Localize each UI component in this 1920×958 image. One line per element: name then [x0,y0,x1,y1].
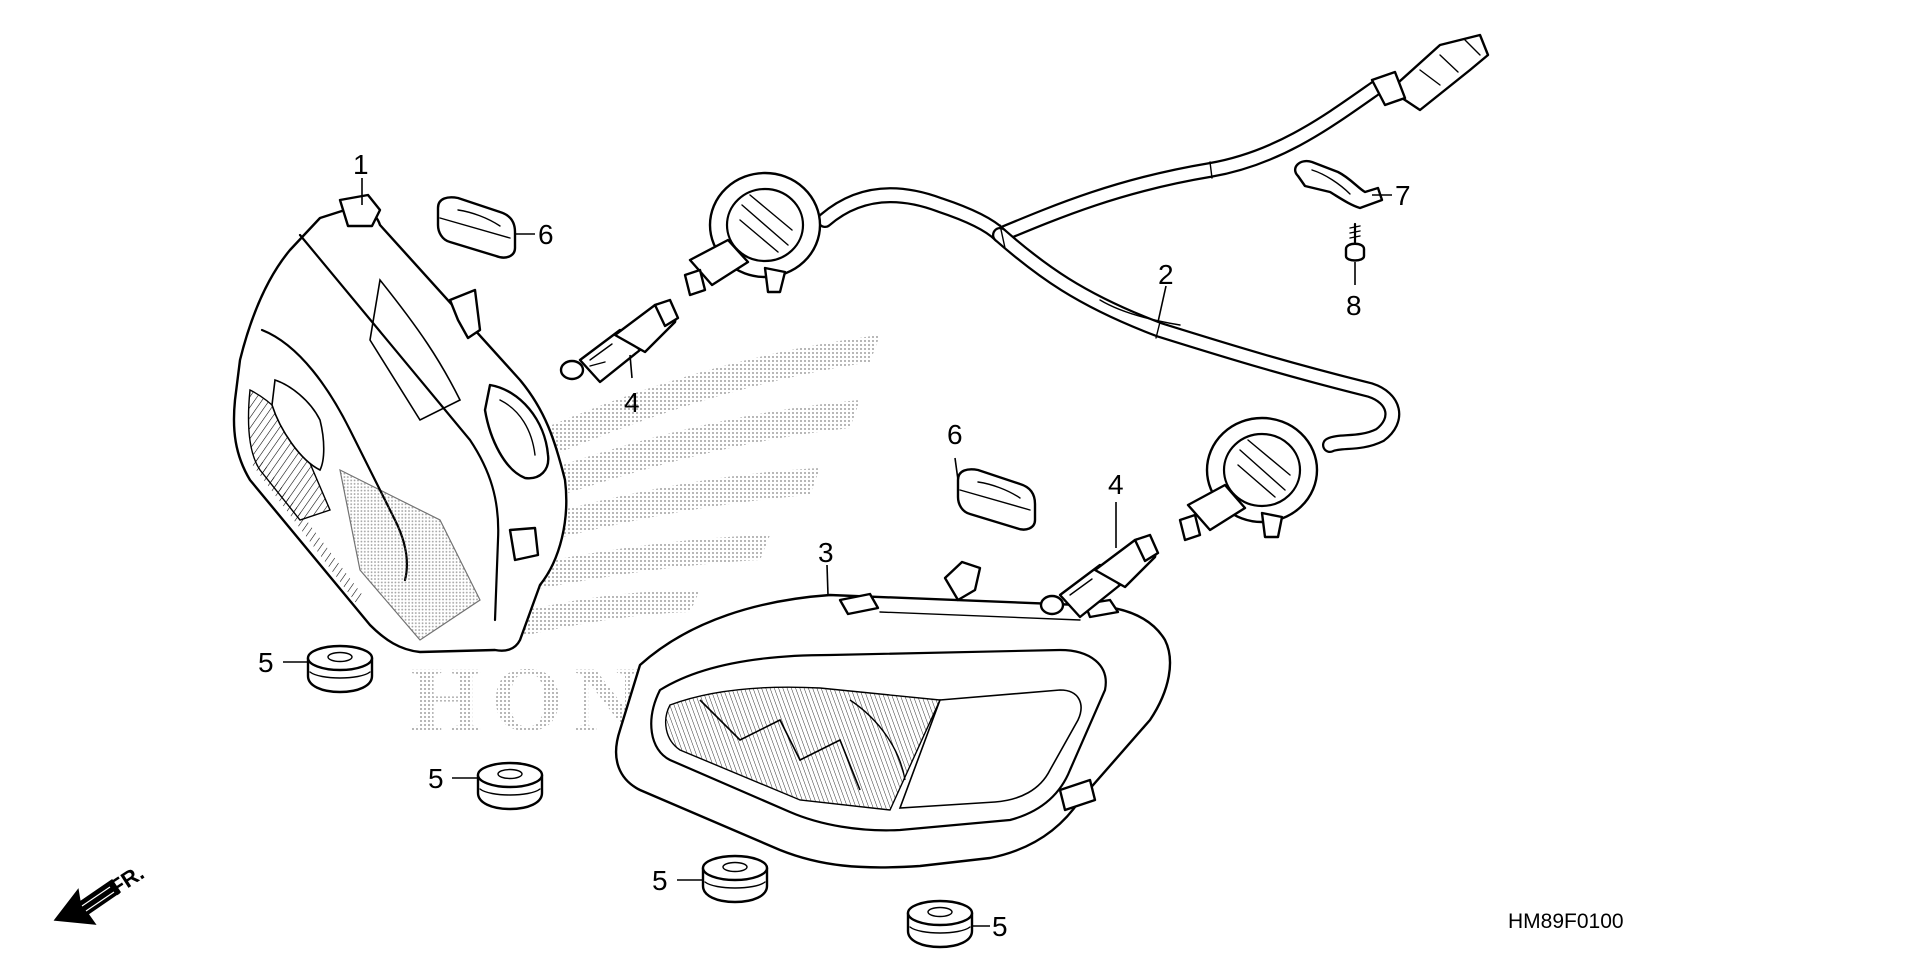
callout-5-c: 5 [652,865,668,896]
front-direction-arrow-icon [53,878,122,925]
callout-2: 2 [1158,259,1174,290]
callout-6-lower: 6 [947,419,963,450]
callout-3: 3 [818,537,834,568]
callout-5-b: 5 [428,763,444,794]
left-headlight-assembly [232,193,568,654]
callout-5-a: 5 [258,647,274,678]
callout-8: 8 [1346,290,1362,321]
grommet-3 [701,854,769,904]
tapping-screw [1344,222,1366,262]
wire-clamp [1293,159,1384,210]
leader-lines [283,178,1392,927]
callout-labels: 1 2 3 4 4 5 5 5 5 6 6 7 8 [258,149,1411,942]
grommet-2 [476,761,544,811]
wire-harness [683,33,1490,542]
grommet-4 [906,899,974,949]
callout-5-d: 5 [992,911,1008,942]
bulb-lower [1039,533,1160,619]
callout-4-lower: 4 [1108,469,1124,500]
callout-6-upper: 6 [538,219,554,250]
bulb-upper [559,298,680,384]
callout-4-upper: 4 [624,387,640,418]
rubber-seal-1 [436,196,517,259]
diagram-code: HM89F0100 [1508,910,1624,933]
callout-1: 1 [353,149,369,180]
rubber-seal-2 [956,468,1037,531]
grommet-1 [306,644,374,694]
callout-7: 7 [1395,180,1411,211]
